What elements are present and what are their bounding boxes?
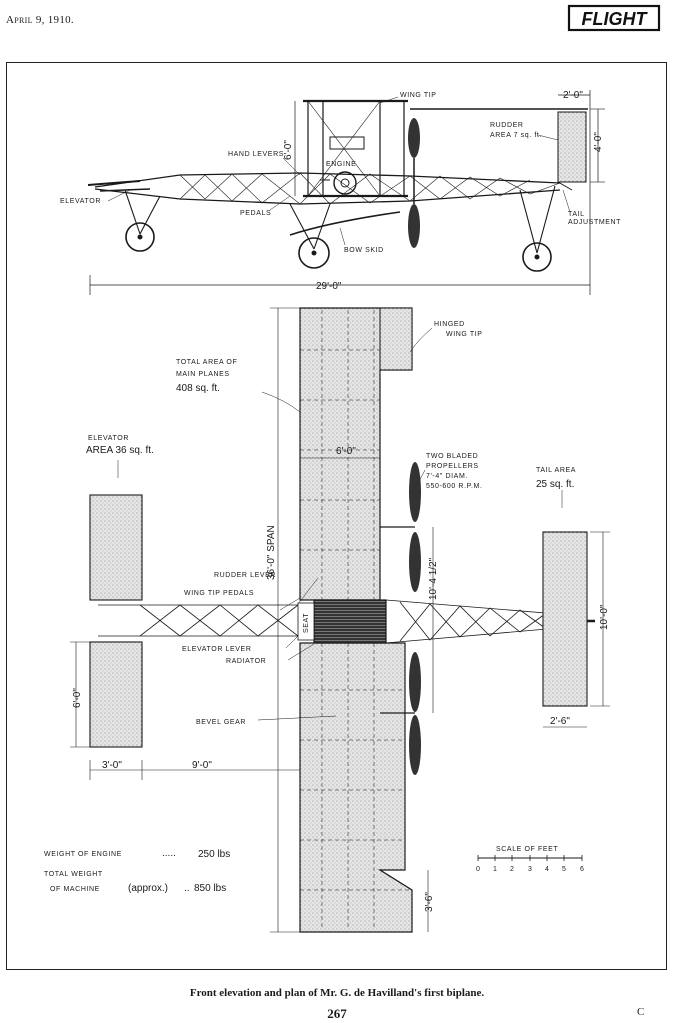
label-propellers-1: TWO BLADED xyxy=(426,453,478,460)
flight-logo: FLIGHT xyxy=(567,4,661,32)
label-hinged-1: HINGED xyxy=(434,321,465,328)
elevator-upper xyxy=(89,494,143,601)
scale-tick-3: 3 xyxy=(528,866,533,873)
spec-engine-dots: ..... xyxy=(162,848,176,859)
label-seat: SEAT xyxy=(303,613,310,633)
label-propellers-4: 550-600 R.P.M. xyxy=(426,483,483,490)
label-engine: ENGINE xyxy=(326,161,356,168)
scale-title: SCALE OF FEET xyxy=(496,846,558,853)
label-tail-area-1: TAIL AREA xyxy=(536,467,576,474)
dim-prop-spacing: 10'-4 1/2" xyxy=(428,557,439,600)
header-date: April 9, 1910. xyxy=(6,14,74,26)
front-wheel xyxy=(125,222,155,252)
radiator xyxy=(313,599,387,644)
label-hand-levers: HAND LEVERS xyxy=(228,151,284,158)
dim-tail-span: 10'-0" xyxy=(599,604,610,630)
label-elevator-area-2: AREA 36 sq. ft. xyxy=(86,445,154,456)
propeller-lower-b xyxy=(409,715,421,775)
tail-plane xyxy=(542,531,588,707)
label-bevel-gear: BEVEL GEAR xyxy=(196,719,246,726)
engine-side xyxy=(333,171,357,195)
seat xyxy=(297,602,315,641)
spec-engine-value: 250 lbs xyxy=(198,849,230,860)
side-elevation xyxy=(87,90,605,295)
dim-span: 36'-0" SPAN xyxy=(266,525,277,580)
spec-machine-dots: .. xyxy=(184,883,190,894)
label-rudder-area-2: AREA 7 sq. ft. xyxy=(490,132,542,139)
label-main-planes-1: TOTAL AREA OF xyxy=(176,359,237,366)
label-wing-tip-pedals: WING TIP PEDALS xyxy=(184,590,254,597)
spec-machine-note: (approx.) xyxy=(128,883,168,894)
main-plane-lower xyxy=(299,642,413,933)
dim-length: 29'-0" xyxy=(316,281,342,292)
label-propellers-2: PROPELLERS xyxy=(426,463,479,470)
plan-view xyxy=(70,307,610,933)
label-main-planes-2: MAIN PLANES xyxy=(176,371,230,378)
dim-height: 6'-0" xyxy=(283,140,294,160)
propeller-upper-b xyxy=(409,532,421,592)
label-rudder-area-1: RUDDER xyxy=(490,122,524,129)
page-number: 267 xyxy=(327,1006,347,1021)
label-propellers-3: 7'-4" DIAM. xyxy=(426,473,468,480)
label-tail-area-2: 25 sq. ft. xyxy=(536,479,574,490)
propeller-side-top xyxy=(408,118,420,158)
scale-tick-0: 0 xyxy=(476,866,481,873)
label-radiator: RADIATOR xyxy=(226,658,266,665)
label-pedals: PEDALS xyxy=(240,210,271,217)
elevator-lower xyxy=(89,641,143,748)
tail-wheel xyxy=(522,242,552,272)
label-hinged-2: WING TIP xyxy=(446,331,483,338)
label-elevator: ELEVATOR xyxy=(60,198,101,205)
dim-chord: 6'-0" xyxy=(336,446,356,457)
propeller-side-bottom xyxy=(408,204,420,248)
propeller-upper-a xyxy=(409,462,421,522)
scale-tick-4: 4 xyxy=(545,866,550,873)
dim-elevator-offset: 9'-0" xyxy=(192,760,212,771)
main-wheel xyxy=(298,237,330,269)
scale-tick-6: 6 xyxy=(580,866,585,873)
scale-tick-5: 5 xyxy=(562,866,567,873)
label-elevator-area-1: ELEVATOR xyxy=(88,435,129,442)
corner-mark: C xyxy=(637,1006,645,1018)
spec-machine-label-1: TOTAL WEIGHT xyxy=(44,871,103,878)
label-rudder-lever: RUDDER LEVER xyxy=(214,572,276,579)
dim-top: 2'-0" xyxy=(563,90,583,101)
dim-wing-tip: 3'-6" xyxy=(424,892,435,912)
scale-tick-1: 1 xyxy=(493,866,498,873)
label-bow-skid: BOW SKID xyxy=(344,247,384,254)
hinged-wing-tip-upper xyxy=(379,307,413,371)
label-elevator-lever: ELEVATOR LEVER xyxy=(182,646,251,653)
spec-machine-value: 850 lbs xyxy=(194,883,226,894)
dim-tail-chord: 2'-6" xyxy=(550,716,570,727)
label-tail-adjustment-2: ADJUSTMENT xyxy=(568,219,621,226)
dim-rudder-height: 4'-0" xyxy=(593,132,604,152)
label-wing-tip: WING TIP xyxy=(400,92,437,99)
label-tail-adjustment-1: TAIL xyxy=(568,211,585,218)
dim-elevator-depth: 6'-0" xyxy=(72,688,83,708)
spec-engine-label: WEIGHT OF ENGINE xyxy=(44,851,122,858)
label-main-planes-3: 408 sq. ft. xyxy=(176,383,220,394)
scale-tick-2: 2 xyxy=(510,866,515,873)
logo-text: FLIGHT xyxy=(582,9,649,29)
dim-elevator-chord: 3'-0" xyxy=(102,760,122,771)
propeller-lower-a xyxy=(409,652,421,712)
spec-machine-label-2: OF MACHINE xyxy=(50,886,100,893)
drawing-frame xyxy=(6,62,667,970)
scale-bar xyxy=(477,855,583,861)
rudder-side xyxy=(557,111,587,183)
figure-caption: Front elevation and plan of Mr. G. de Ha… xyxy=(189,987,485,999)
